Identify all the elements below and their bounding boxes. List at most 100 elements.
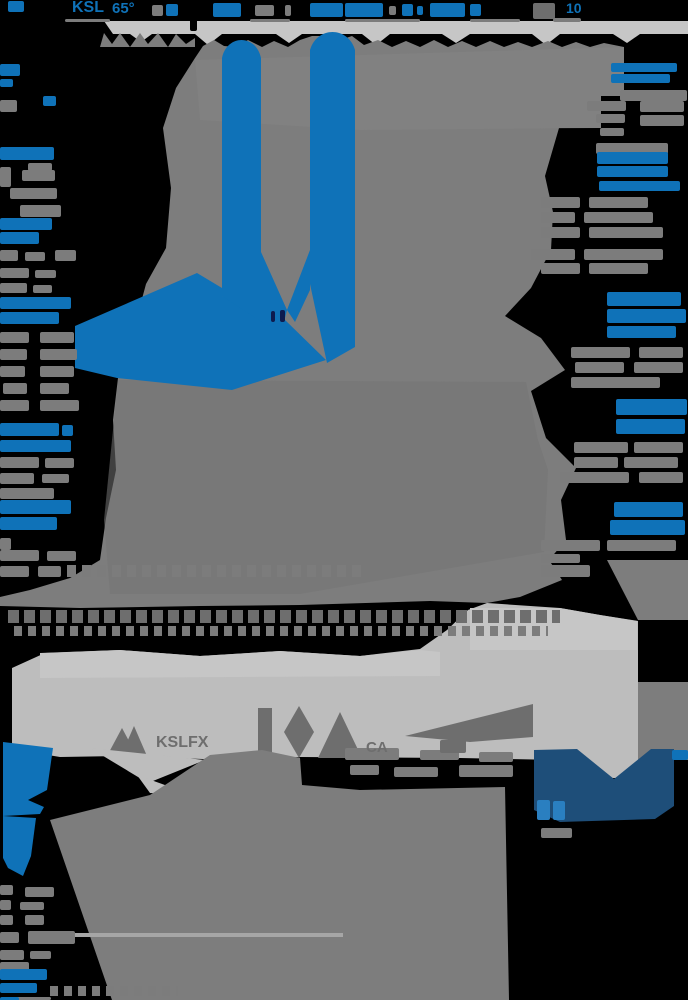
nav-fragment[interactable] — [166, 4, 178, 16]
text-fragment — [55, 250, 76, 261]
text-fragment — [35, 270, 56, 278]
headline-fragment[interactable] — [616, 399, 687, 415]
nav-fragment[interactable] — [213, 3, 241, 17]
band-glyph — [440, 740, 466, 753]
thin-light-line — [33, 933, 343, 937]
headline-fragment[interactable] — [0, 440, 71, 452]
quote-fragment — [40, 332, 74, 343]
headline-fragment[interactable] — [616, 419, 685, 434]
headline-fragment[interactable] — [0, 64, 20, 76]
text-fragment — [584, 212, 653, 223]
text-fragment — [639, 472, 683, 483]
nav-fragment[interactable] — [389, 6, 396, 15]
text-fragment — [479, 752, 513, 762]
quote-fragment — [0, 332, 29, 343]
headline-fragment[interactable] — [0, 517, 57, 530]
headline-fragment[interactable] — [0, 79, 13, 87]
underline-fragment — [553, 18, 581, 22]
text-fragment — [0, 283, 27, 293]
nav-fragment[interactable] — [255, 5, 274, 16]
text-fragment — [541, 197, 580, 208]
nav-fragment[interactable] — [417, 6, 423, 15]
text-line-fragment — [67, 565, 367, 577]
text-fragment — [584, 249, 663, 260]
text-fragment — [0, 550, 39, 561]
nav-number[interactable]: 10 — [566, 0, 582, 16]
text-fragment — [0, 473, 34, 484]
nav-fragment[interactable] — [310, 3, 343, 17]
headline-fragment[interactable] — [62, 425, 73, 436]
bottom-mass — [50, 750, 509, 1000]
band-top-strip — [40, 650, 440, 678]
ribbon — [534, 749, 674, 822]
text-fragment — [0, 997, 19, 1000]
headline-fragment[interactable] — [597, 152, 668, 164]
headline-fragment[interactable] — [0, 500, 71, 514]
text-fragment — [531, 249, 575, 260]
text-line-fragment — [8, 610, 560, 623]
nav-fragment[interactable] — [345, 3, 383, 17]
ribbon-glyph — [553, 801, 565, 820]
glyph-bar-right — [310, 32, 355, 363]
nav-fragment[interactable] — [470, 4, 481, 16]
text-fragment — [25, 887, 54, 897]
headline-fragment[interactable] — [0, 147, 54, 160]
headline-fragment[interactable] — [607, 309, 686, 323]
headline-fragment[interactable] — [0, 969, 47, 980]
nav-fragment[interactable] — [8, 1, 24, 12]
text-fragment — [0, 488, 54, 499]
headline-fragment[interactable] — [607, 292, 681, 306]
text-fragment — [0, 566, 29, 577]
quote-fragment — [40, 383, 69, 394]
headline-fragment[interactable] — [0, 297, 71, 309]
text-fragment — [541, 227, 580, 238]
text-fragment — [541, 554, 580, 563]
text-fragment — [0, 100, 17, 112]
headline-fragment[interactable] — [610, 520, 685, 535]
headline-fragment[interactable] — [0, 983, 37, 993]
text-fragment — [541, 540, 600, 551]
image-fragment — [600, 402, 615, 423]
mass-extension-right — [607, 560, 688, 620]
text-fragment — [20, 902, 44, 910]
text-line-fragment — [50, 986, 178, 996]
nav-fragment[interactable] — [152, 5, 163, 16]
headline-fragment[interactable] — [607, 326, 676, 338]
text-fragment — [0, 268, 29, 278]
headline-fragment[interactable] — [0, 423, 59, 436]
text-fragment — [596, 143, 668, 154]
headline-fragment[interactable] — [0, 312, 59, 324]
headline-fragment[interactable] — [597, 166, 668, 177]
headline-fragment[interactable] — [611, 74, 670, 83]
black-box-right — [638, 620, 688, 682]
text-fragment — [20, 205, 61, 217]
text-fragment — [22, 170, 55, 181]
underline-fragment — [470, 19, 520, 22]
brand-wordmark-2[interactable]: CA — [366, 739, 388, 756]
quote-fragment — [0, 400, 29, 411]
nav-fragment[interactable] — [285, 5, 291, 16]
text-fragment — [574, 457, 618, 468]
nav-fragment[interactable] — [430, 3, 465, 17]
text-fragment — [0, 250, 18, 261]
text-fragment — [47, 551, 76, 561]
mass-shade-top — [195, 47, 624, 130]
brand-wordmark[interactable]: KSLFX — [156, 734, 209, 751]
text-fragment — [639, 347, 683, 358]
nav-fragment[interactable] — [533, 3, 555, 19]
headline-fragment[interactable] — [599, 181, 680, 191]
gray-block-right — [638, 682, 688, 760]
left-bottom-blue-1 — [3, 742, 53, 816]
glyph-v-wall — [287, 250, 310, 322]
nav-fragment[interactable] — [402, 4, 413, 16]
temperature-label: 65° — [112, 0, 135, 17]
headline-fragment[interactable] — [0, 218, 52, 230]
ksl-logo[interactable]: KSL — [72, 0, 104, 16]
text-fragment — [0, 167, 11, 187]
headline-fragment[interactable] — [614, 502, 683, 517]
headline-fragment[interactable] — [611, 63, 677, 72]
text-fragment — [394, 767, 438, 777]
text-fragment — [620, 90, 687, 101]
headline-fragment[interactable] — [0, 232, 39, 244]
underline-fragment — [345, 19, 420, 22]
